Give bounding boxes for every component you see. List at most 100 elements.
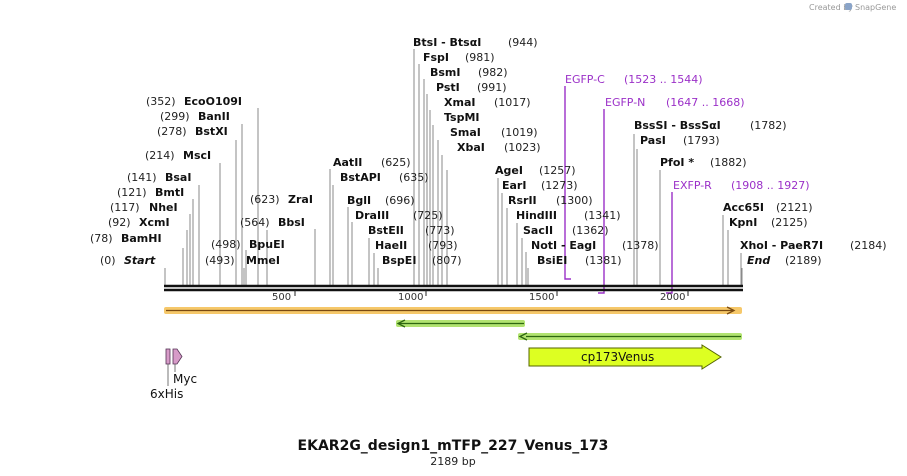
ruler-tick-label: 2000 bbox=[660, 292, 685, 303]
site-name[interactable]: BsiEI bbox=[537, 254, 567, 267]
primer-name: EGFP-C bbox=[565, 73, 605, 86]
site-pos: (981) bbox=[465, 51, 495, 64]
ruler-ticks bbox=[294, 290, 689, 296]
site-name[interactable]: Start bbox=[124, 254, 156, 267]
site-pos: (214) bbox=[145, 149, 175, 162]
site-name[interactable]: BmtI bbox=[155, 186, 184, 199]
site-name[interactable]: MmeI bbox=[246, 254, 280, 267]
cp173venus-label: cp173Venus bbox=[581, 350, 654, 364]
site-pos: (793) bbox=[428, 239, 458, 252]
site-pos: (278) bbox=[157, 125, 187, 138]
site-name[interactable]: ZraI bbox=[288, 193, 313, 206]
site-pos: (1381) bbox=[585, 254, 622, 267]
credit-prefix: Created by bbox=[809, 3, 853, 12]
site-name[interactable]: BamHI bbox=[121, 232, 162, 245]
site-name[interactable]: DraIII bbox=[355, 209, 389, 222]
site-name[interactable]: BstAPI bbox=[340, 171, 381, 184]
primer-range: (1523 .. 1544) bbox=[624, 73, 703, 86]
site-pos: (623) bbox=[250, 193, 280, 206]
site-name[interactable]: BstEII bbox=[368, 224, 404, 237]
primer-range: (1647 .. 1668) bbox=[666, 96, 745, 109]
site-pos: (1782) bbox=[750, 119, 787, 132]
site-pos: (299) bbox=[160, 110, 190, 123]
map-length: 2189 bp bbox=[430, 455, 475, 468]
site-labels-left: (0) Start (78) BamHI (92) XcmI (117) Nhe… bbox=[90, 95, 313, 267]
site-name[interactable]: HindIII bbox=[516, 209, 557, 222]
site-name[interactable]: MscI bbox=[183, 149, 211, 162]
site-pos: (2189) bbox=[785, 254, 822, 267]
site-pos: (1362) bbox=[572, 224, 609, 237]
site-pos: (2184) bbox=[850, 239, 887, 252]
site-name[interactable]: BanII bbox=[198, 110, 230, 123]
site-pos: (991) bbox=[477, 81, 507, 94]
site-name[interactable]: TspMI bbox=[444, 111, 480, 124]
site-pos: (944) bbox=[508, 36, 538, 49]
site-pos: (498) bbox=[211, 238, 241, 251]
site-name[interactable]: AgeI bbox=[495, 164, 523, 177]
site-pos: (1257) bbox=[539, 164, 576, 177]
site-pos: (1300) bbox=[556, 194, 593, 207]
site-name[interactable]: BsmI bbox=[430, 66, 461, 79]
site-name[interactable]: XbaI bbox=[457, 141, 485, 154]
ruler-tick-label: 500 bbox=[272, 292, 291, 303]
site-pos: (807) bbox=[432, 254, 462, 267]
site-pos: (352) bbox=[146, 95, 176, 108]
ruler-tick-label: 1500 bbox=[529, 292, 554, 303]
site-pos: (1378) bbox=[622, 239, 659, 252]
site-name[interactable]: BstXI bbox=[195, 125, 228, 138]
site-pos: (625) bbox=[381, 156, 411, 169]
myc-feature[interactable] bbox=[172, 348, 183, 365]
site-pos: (1273) bbox=[541, 179, 578, 192]
site-pos: (725) bbox=[413, 209, 443, 222]
site-pos: (2125) bbox=[771, 216, 808, 229]
site-name[interactable]: HaeII bbox=[375, 239, 407, 252]
primer-markers bbox=[564, 86, 673, 294]
site-name[interactable]: BbsI bbox=[278, 216, 305, 229]
site-name[interactable]: EarI bbox=[502, 179, 526, 192]
site-pos: (121) bbox=[117, 186, 147, 199]
site-name[interactable]: Acc65I bbox=[723, 201, 764, 214]
sequence-backbone bbox=[164, 284, 743, 292]
site-labels-middle: AatII (625) BstAPI (635) BglI (696) DraI… bbox=[333, 36, 541, 267]
site-leader-lines bbox=[164, 49, 743, 285]
site-name[interactable]: BglI bbox=[347, 194, 371, 207]
site-name[interactable]: PstI bbox=[436, 81, 460, 94]
site-pos: (92) bbox=[108, 216, 131, 229]
site-name[interactable]: BpuEI bbox=[249, 238, 285, 251]
site-name[interactable]: KpnI bbox=[729, 216, 757, 229]
site-pos: (1793) bbox=[683, 134, 720, 147]
myc-label: Myc bbox=[173, 372, 197, 386]
site-name[interactable]: PfoI * bbox=[660, 156, 694, 169]
site-name[interactable]: PasI bbox=[640, 134, 666, 147]
site-name[interactable]: SacII bbox=[523, 224, 553, 237]
primer-range: (1908 .. 1927) bbox=[731, 179, 810, 192]
site-pos: (1019) bbox=[501, 126, 538, 139]
site-name[interactable]: EcoO109I bbox=[184, 95, 242, 108]
site-pos: (493) bbox=[205, 254, 235, 267]
site-name[interactable]: XhoI - PaeR7I bbox=[740, 239, 823, 252]
site-name[interactable]: BssSI - BssSαI bbox=[634, 119, 721, 132]
site-name[interactable]: AatII bbox=[333, 156, 362, 169]
site-name[interactable]: NotI - EagI bbox=[531, 239, 596, 252]
site-name[interactable]: RsrII bbox=[508, 194, 537, 207]
site-pos: (117) bbox=[110, 201, 140, 214]
primer-name: EXFP-R bbox=[673, 179, 712, 192]
site-name[interactable]: SmaI bbox=[450, 126, 481, 139]
site-name[interactable]: End bbox=[747, 254, 770, 267]
site-name[interactable]: BspEI bbox=[382, 254, 416, 267]
site-pos: (564) bbox=[240, 216, 270, 229]
site-name[interactable]: NheI bbox=[149, 201, 178, 214]
orf-reverse bbox=[396, 319, 525, 328]
site-pos: (773) bbox=[425, 224, 455, 237]
6xhis-feature[interactable] bbox=[165, 348, 171, 365]
cp173venus-feature[interactable] bbox=[528, 344, 722, 370]
site-name[interactable]: XmaI bbox=[444, 96, 475, 109]
site-name[interactable]: BtsI - BtsαI bbox=[413, 36, 481, 49]
site-pos: (1023) bbox=[504, 141, 541, 154]
site-name[interactable]: BsaI bbox=[165, 171, 191, 184]
site-name[interactable]: XcmI bbox=[139, 216, 170, 229]
site-pos: (1341) bbox=[584, 209, 621, 222]
site-pos: (635) bbox=[399, 171, 429, 184]
site-name[interactable]: FspI bbox=[423, 51, 449, 64]
